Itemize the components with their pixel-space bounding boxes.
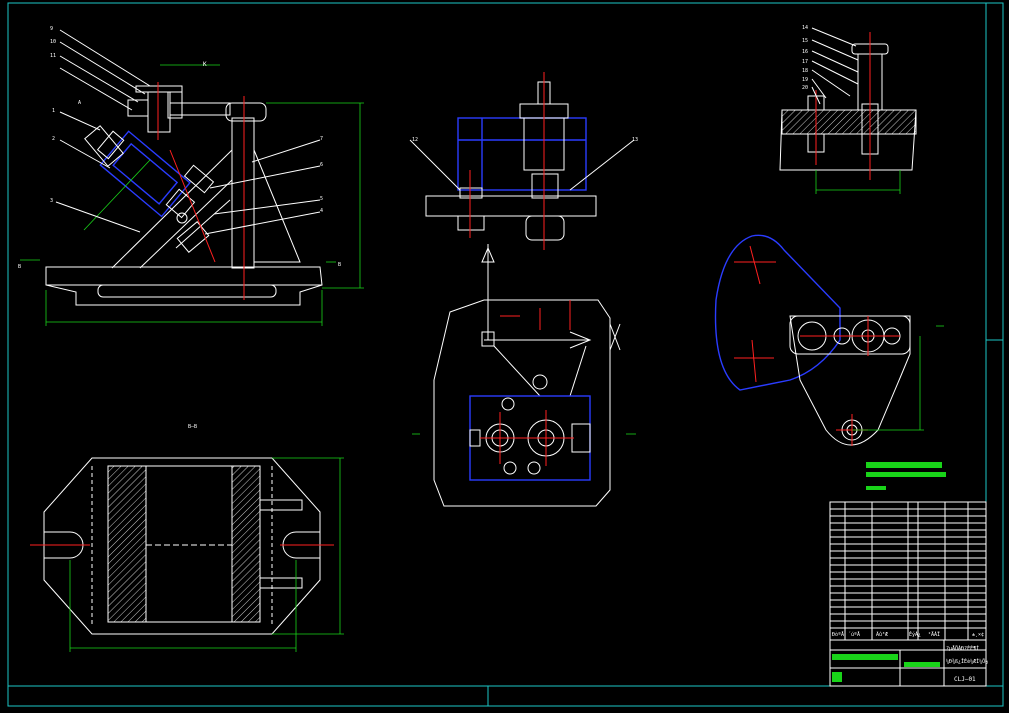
- balloon-13: 13: [632, 137, 638, 143]
- top-view-outline: [433, 299, 611, 507]
- section-label-b-right: B: [338, 262, 341, 268]
- view-label-k: K: [203, 61, 207, 68]
- side-base: [425, 195, 597, 217]
- section-bb-view: B—B: [30, 424, 344, 652]
- view-k: [714, 234, 946, 490]
- balloon-3: 3: [50, 198, 53, 204]
- balloon-17: 17: [802, 59, 808, 65]
- bom-header-notes: ±¸×¢: [972, 632, 984, 638]
- bom-header-material: ²ÄÁÏ: [928, 631, 940, 638]
- drawing-title-1: ?µÅÖÀÐ?ÈÉ¶Í: [946, 644, 979, 652]
- vertical-column: [231, 117, 255, 269]
- balloon-5: 5: [320, 196, 323, 202]
- balloon-14: 14: [802, 25, 808, 31]
- balloon-16: 16: [802, 49, 808, 55]
- balloon-1: 1: [52, 108, 55, 114]
- bom-header-qty: ÊýÁ¿: [909, 630, 921, 638]
- section-label-b-left: B: [18, 264, 21, 270]
- view-label-a: A: [78, 100, 81, 106]
- balloon-6: 6: [320, 162, 323, 168]
- balloon-10: 10: [50, 39, 56, 45]
- bom-rows: [830, 508, 986, 622]
- view-k-blue-profile: [714, 234, 841, 391]
- detail-section: 14 15 16 17 18 19 20: [779, 25, 917, 194]
- balloon-20: 20: [802, 85, 808, 91]
- balloon-12: 12: [412, 137, 418, 143]
- base-plate: [45, 266, 323, 306]
- balloon-7: 7: [320, 136, 323, 142]
- balloon-19: 19: [802, 77, 808, 83]
- bom-header-code: ´úºÅ: [848, 631, 860, 638]
- drawing-title-2: ¼Ð¾ß¿ÎÉè¼ÆÍ¼Ö½: [946, 657, 988, 665]
- balloon-2: 2: [52, 136, 55, 142]
- title-block: ÐòºÅ ´úºÅ Ãû³Æ ÊýÁ¿ ²ÄÁÏ ±¸×¢ ?µÅÖÀÐ?ÈÉ¶…: [829, 501, 988, 687]
- drawing-code: CLJ—01: [954, 676, 976, 683]
- balloon-15: 15: [802, 38, 808, 44]
- balloon-9: 9: [50, 26, 53, 32]
- bom-header-no: ÐòºÅ: [832, 631, 844, 638]
- balloon-4: 4: [320, 208, 323, 214]
- section-bb-outline: [43, 457, 321, 635]
- balloon-18: 18: [802, 68, 808, 74]
- section-bb-title: B—B: [188, 424, 197, 430]
- inclined-clamp-block: [99, 130, 191, 218]
- balloon-11: 11: [50, 53, 56, 59]
- top-view: [412, 299, 636, 507]
- side-view: 12 13: [409, 72, 638, 340]
- view-k-plate: [789, 315, 911, 446]
- bom-header-name: Ãû³Æ: [876, 631, 888, 638]
- front-view: 9 10 11 1 2 3 7 6 5 4 K A B B: [18, 26, 364, 326]
